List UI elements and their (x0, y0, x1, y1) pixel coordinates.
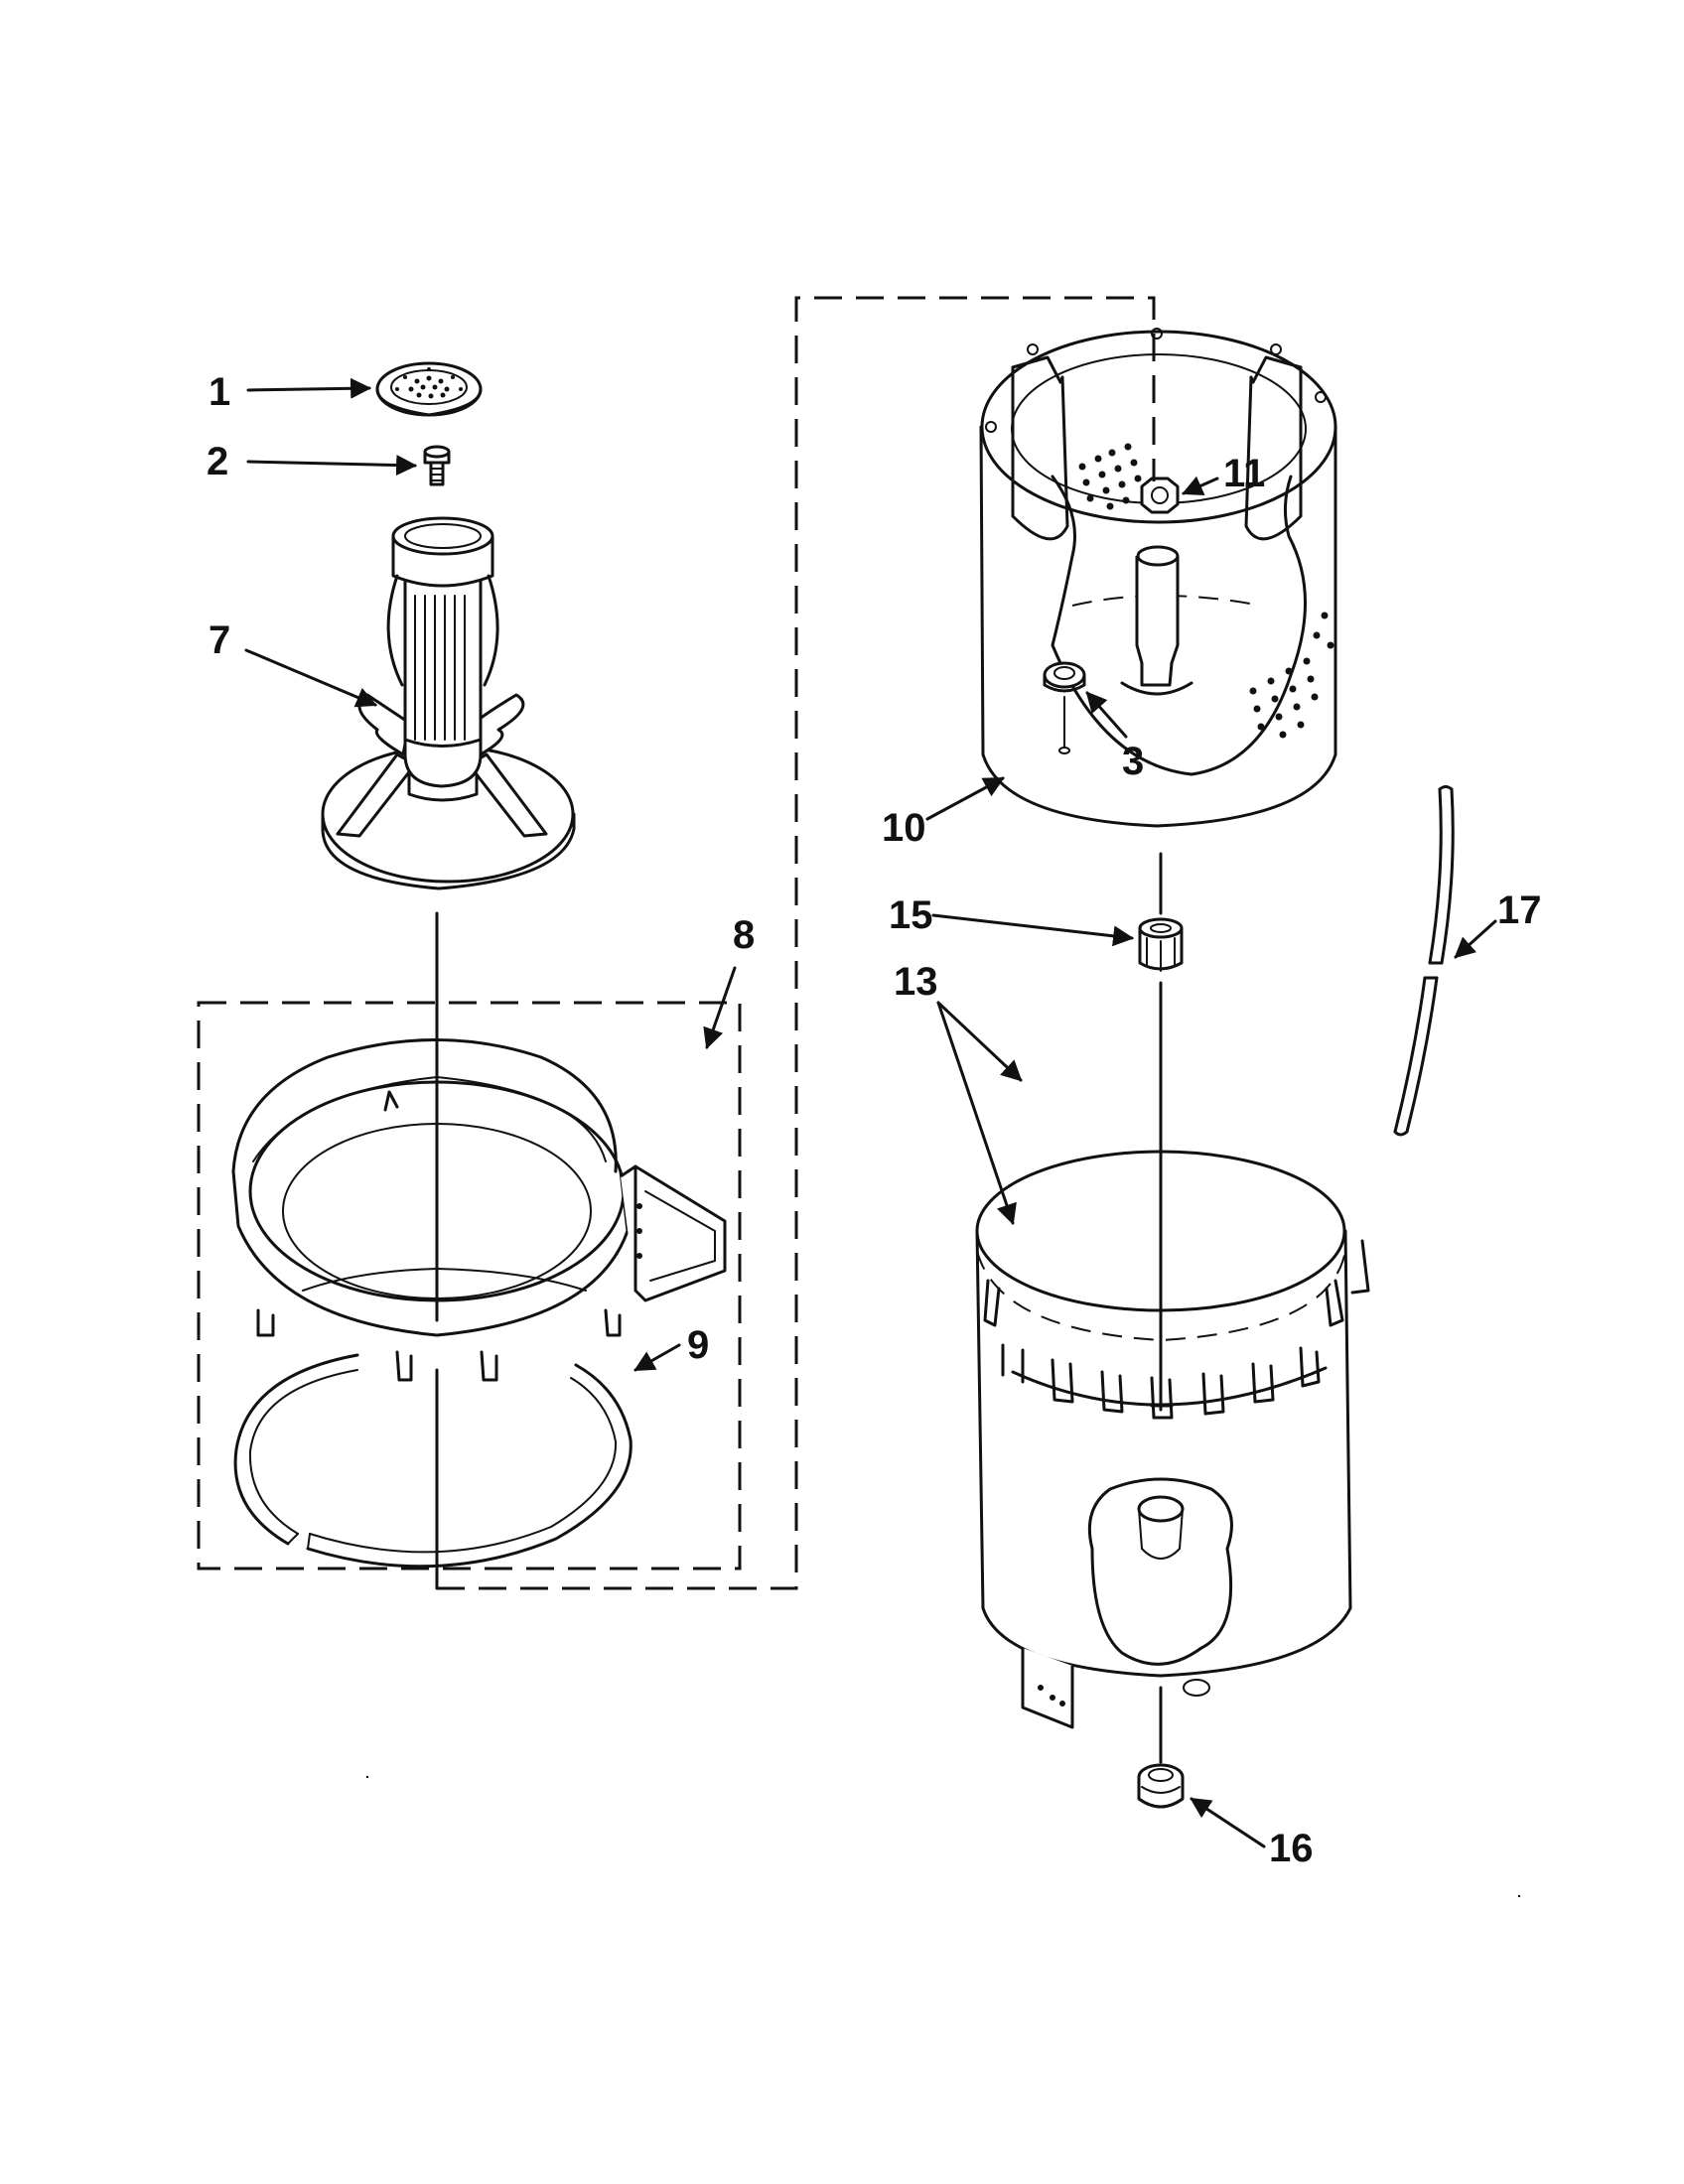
part-3-seal (1043, 661, 1086, 754)
part-17-hose (1393, 785, 1455, 1137)
callout-9: 9 (687, 1323, 709, 1367)
callout-8: 8 (733, 913, 755, 957)
leader-lines (244, 377, 1497, 1848)
part-9-ring (233, 1353, 632, 1569)
callout-10: 10 (882, 806, 926, 850)
part-1-cap (375, 361, 483, 417)
assembly-axis-lines (435, 296, 1163, 1764)
callout-11: 11 (1223, 452, 1265, 495)
part-10-basket (979, 328, 1337, 828)
part-16-seal (1137, 1763, 1185, 1809)
callout-13: 13 (894, 960, 938, 1004)
callout-7: 7 (209, 618, 230, 662)
part-11-nut (1140, 477, 1180, 514)
scan-speck (1517, 1894, 1521, 1898)
callout-1: 1 (209, 370, 230, 414)
part-7-agitator (321, 516, 576, 890)
part-8-bounding-box (197, 1001, 742, 1570)
part-13-tub (975, 1150, 1370, 1729)
callout-3: 3 (1122, 740, 1144, 783)
part-2-bolt (423, 445, 451, 486)
callout-17: 17 (1497, 888, 1542, 932)
part-15-bushing (1138, 917, 1184, 972)
callout-16: 16 (1269, 1827, 1314, 1870)
callout-2: 2 (207, 440, 228, 483)
callout-15: 15 (889, 893, 933, 937)
scan-speck (365, 1775, 369, 1779)
part-8-ring-assembly (231, 1038, 727, 1382)
